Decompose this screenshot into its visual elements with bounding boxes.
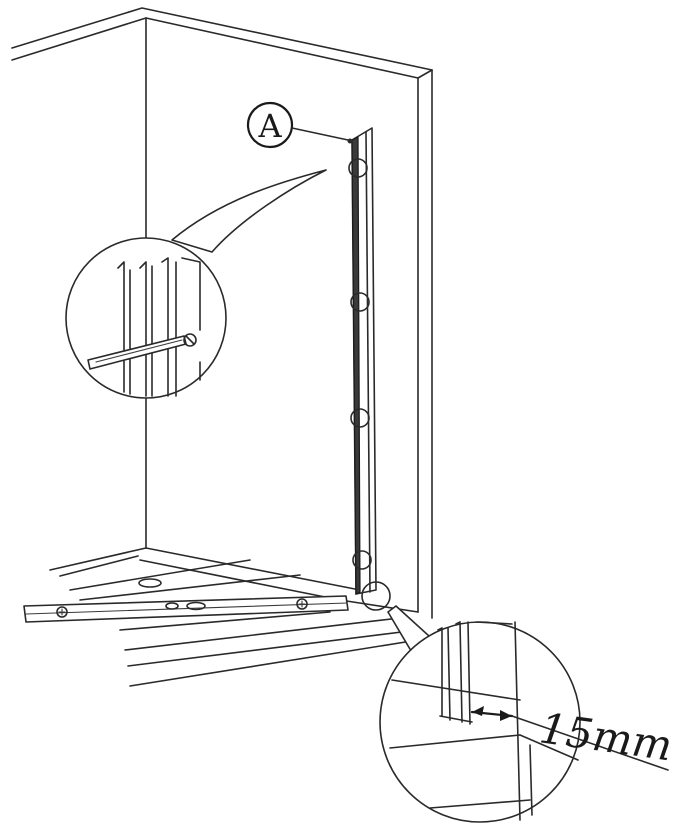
tray-inner-edge-1 xyxy=(59,555,139,577)
detail-tray-right-edge xyxy=(519,734,579,761)
tray-side-edge xyxy=(145,547,361,591)
detail-bottom-profile-4 xyxy=(467,621,471,725)
spirit-level-screw-left-cross xyxy=(58,608,66,616)
spirit-level-screw-right xyxy=(296,598,308,610)
detail-bottom-profile-2 xyxy=(447,627,451,721)
tray-front-edge-2 xyxy=(124,617,401,651)
tray-front-edge-4 xyxy=(129,639,419,687)
wall-profile xyxy=(348,127,391,611)
gap-detail-magnifier: 15mm xyxy=(379,605,675,823)
spirit-level-bubble-2 xyxy=(186,601,206,611)
tray-front-edge-1 xyxy=(119,611,331,631)
detail-bottom-profile-top xyxy=(475,621,513,625)
tray-basin-line-2 xyxy=(79,574,301,601)
screw-position-1 xyxy=(348,158,368,178)
tray-back-edge xyxy=(49,547,147,571)
detail-tray-top-edge xyxy=(391,679,521,701)
detail-wall-edge xyxy=(514,621,521,821)
detail-tray-corner xyxy=(529,744,533,816)
screw-head xyxy=(183,333,197,347)
shower-tray xyxy=(49,547,419,687)
screw-position-3 xyxy=(350,408,370,428)
screw-slot xyxy=(185,335,195,345)
tray-basin-line xyxy=(69,559,251,591)
wall-top-edge xyxy=(11,7,433,71)
tray-front-edge-3 xyxy=(127,629,419,667)
callout-a-point xyxy=(347,138,353,144)
tray-inner-edge-2 xyxy=(139,559,341,601)
spirit-level-midline xyxy=(25,602,348,615)
drill-icon xyxy=(87,333,197,370)
drill-shaft-line xyxy=(95,339,183,363)
detail-profile-line-5 xyxy=(161,257,169,397)
callout-a-circle xyxy=(246,101,294,149)
detail-bottom-profile-1 xyxy=(437,627,443,717)
wall-top-corner xyxy=(417,69,433,79)
detail-top-profile xyxy=(117,257,201,397)
detail-tray-lower-edge xyxy=(429,799,531,809)
screw-position-4 xyxy=(352,550,372,570)
spirit-level-bubble-1 xyxy=(165,602,179,610)
callout-a: A xyxy=(246,101,353,149)
dimension-leader xyxy=(511,715,669,771)
drill-detail-magnifier xyxy=(65,169,327,399)
gap-detail-marker xyxy=(361,581,391,611)
profile-dark-edge xyxy=(351,136,361,595)
callout-a-label: A xyxy=(257,107,282,145)
spirit-level-icon xyxy=(23,595,349,623)
detail-top-pointer xyxy=(171,169,327,253)
dimension-arrow-left xyxy=(472,706,484,716)
tray-corner-edge xyxy=(339,599,419,613)
wall-front-top-edge xyxy=(145,17,419,79)
spirit-level-screw-right-cross xyxy=(298,600,306,608)
drain-hole xyxy=(138,578,162,588)
spirit-level-screw-left xyxy=(56,606,68,618)
detail-bottom-profile-base xyxy=(439,715,473,723)
wall-top-inner-edge xyxy=(11,17,147,61)
detail-bottom-profile xyxy=(437,621,513,725)
callout-a-leader xyxy=(291,127,349,141)
dimension-arrow-right xyxy=(500,710,512,721)
detail-bottom-profile-3 xyxy=(455,621,463,723)
profile-inner-line xyxy=(365,131,371,593)
detail-tray-front-edge xyxy=(389,734,521,749)
detail-profile-line-1 xyxy=(117,261,125,393)
screw-position-2 xyxy=(350,292,370,312)
detail-profile-line-7 xyxy=(181,257,201,331)
